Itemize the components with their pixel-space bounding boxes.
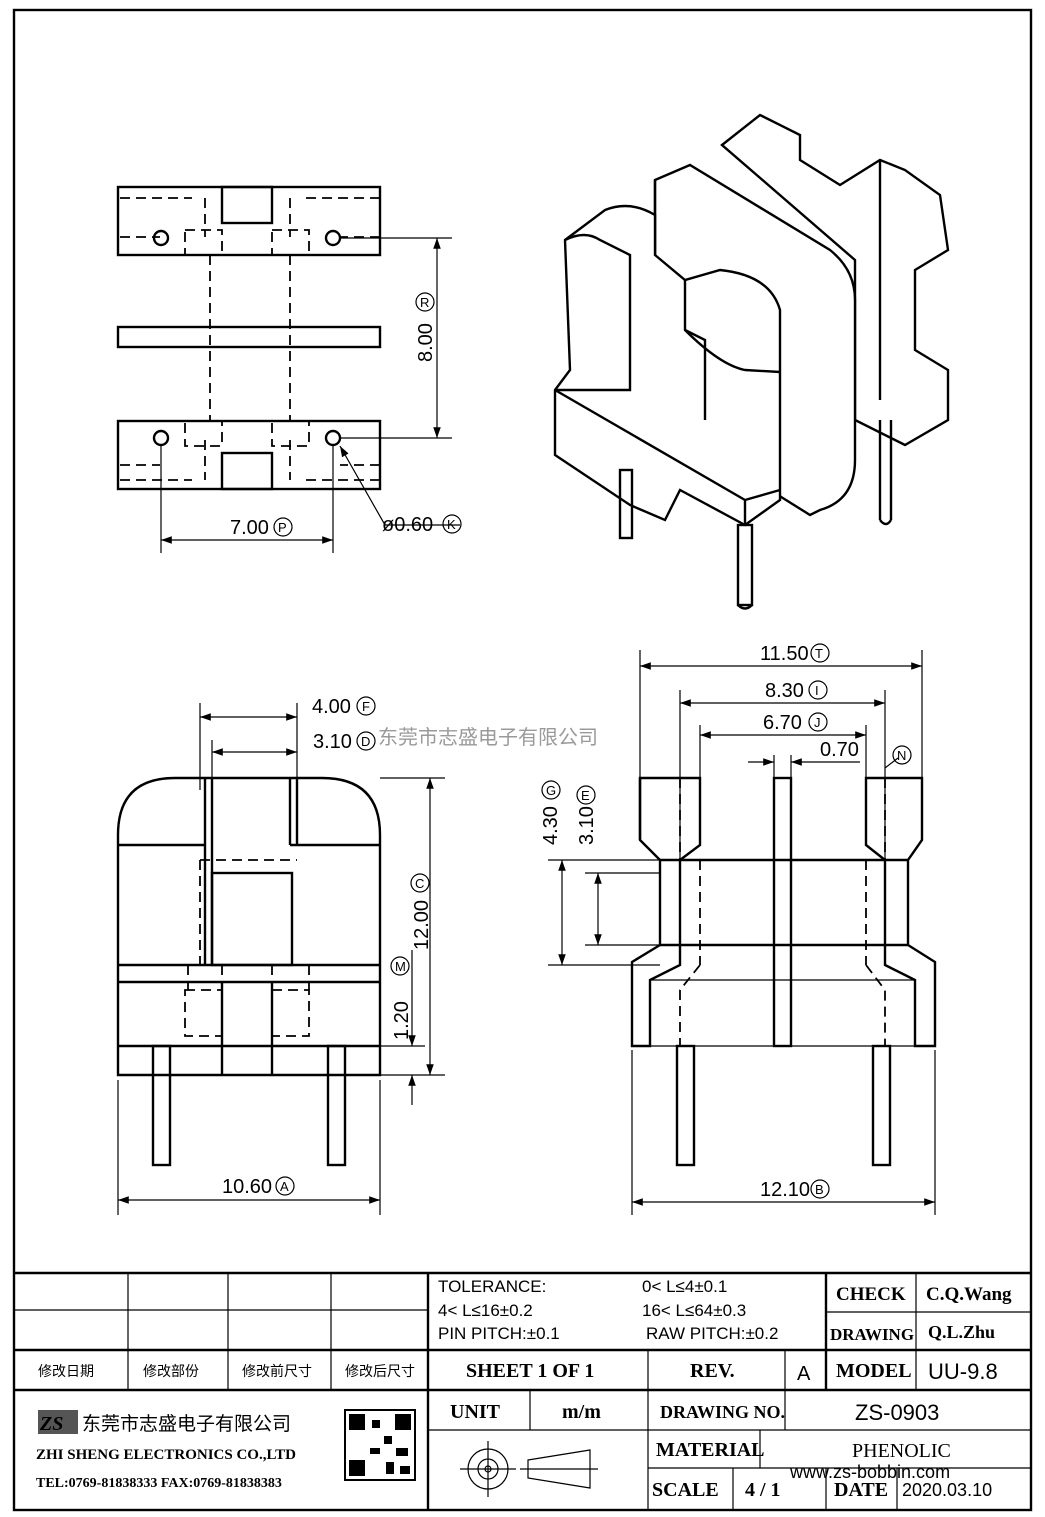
scale-value: 4 / 1 xyxy=(745,1479,781,1501)
tolerance-range-2: 4< L≤16±0.2 xyxy=(438,1301,533,1320)
title-block-grid xyxy=(14,1271,1031,1510)
callout-I xyxy=(808,680,828,700)
model-label: MODEL xyxy=(836,1360,912,1382)
company-name-cn: 东莞市志盛电子有限公司 xyxy=(82,1413,291,1435)
callout-K xyxy=(442,514,462,534)
unit-label: UNIT xyxy=(450,1401,501,1423)
dim-7-00: 7.00 xyxy=(230,517,269,539)
rev-header-after: 修改后尺寸 xyxy=(345,1364,415,1380)
top-view xyxy=(116,185,460,553)
callout-P-label: P xyxy=(278,520,287,535)
tolerance-range-3: 16< L≤64±0.3 xyxy=(642,1301,746,1320)
website-watermark: www.zs-bobbin.com xyxy=(789,1462,950,1482)
date-value: 2020.03.10 xyxy=(902,1480,992,1500)
callout-J-label: J xyxy=(814,715,821,730)
unit-value: m/m xyxy=(562,1401,601,1423)
drawing-no-value: ZS-0903 xyxy=(855,1400,939,1425)
sheet-border xyxy=(12,8,1033,1512)
rev-value: A xyxy=(797,1363,811,1385)
callout-I-label: I xyxy=(815,683,819,698)
material-value: PHENOLIC xyxy=(852,1440,951,1462)
dim-0-70: 0.70 xyxy=(820,739,859,761)
dim-12-00: 12.00 xyxy=(411,900,433,950)
callout-N xyxy=(892,745,912,765)
callout-J xyxy=(808,712,828,732)
callout-A xyxy=(275,1176,295,1196)
dim-8-30: 8.30 xyxy=(765,680,804,702)
material-label: MATERIAL xyxy=(656,1439,765,1461)
dim-8-00: 8.00 xyxy=(415,323,437,362)
callout-B-label: B xyxy=(815,1182,824,1197)
tolerance-label: TOLERANCE: xyxy=(438,1277,546,1296)
callout-N-label: N xyxy=(897,748,906,763)
rev-label: REV. xyxy=(690,1360,735,1382)
callout-C xyxy=(410,873,430,893)
date-label: DATE xyxy=(834,1479,888,1501)
rev-header-part: 修改部份 xyxy=(143,1364,199,1380)
callout-C-label: C xyxy=(415,876,424,891)
callout-E xyxy=(576,785,596,805)
check-value: C.Q.Wang xyxy=(926,1284,1012,1305)
callout-R-label: R xyxy=(420,295,429,310)
callout-D xyxy=(356,731,376,751)
callout-R xyxy=(415,292,435,312)
company-name-en: ZHI SHENG ELECTRONICS CO.,LTD xyxy=(36,1447,296,1463)
callout-M xyxy=(390,956,410,976)
callout-P xyxy=(273,517,293,537)
side-view xyxy=(548,650,937,1215)
dim-4-30: 4.30 xyxy=(540,806,562,845)
dim-3-10-front: 3.10 xyxy=(313,731,352,753)
callout-A-label: A xyxy=(280,1179,289,1194)
dim-4-00: 4.00 xyxy=(312,696,351,718)
callout-K-label: K xyxy=(447,517,456,532)
callout-B xyxy=(810,1179,830,1199)
dim-10-60: 10.60 xyxy=(222,1176,272,1198)
dim-3-10-side: 3.10 xyxy=(576,806,598,845)
pin-pitch: PIN PITCH:±0.1 xyxy=(438,1324,560,1343)
drawing-no-label: DRAWING NO. xyxy=(660,1402,785,1422)
callout-F xyxy=(356,696,376,716)
tolerance-range-1: 0< L≤4±0.1 xyxy=(642,1277,727,1296)
dim-6-70: 6.70 xyxy=(763,712,802,734)
callout-E-label: E xyxy=(581,788,590,803)
callout-D-label: D xyxy=(361,734,370,749)
front-view xyxy=(116,703,445,1215)
watermark-company: 东莞市志盛电子有限公司 xyxy=(378,725,598,749)
callout-F-label: F xyxy=(362,699,370,714)
rev-header-before: 修改前尺寸 xyxy=(242,1363,312,1380)
company-contact: TEL:0769-81838333 FAX:0769-81838383 xyxy=(36,1476,282,1491)
callout-M-label: M xyxy=(395,959,406,974)
drawing-label: DRAWING xyxy=(830,1325,914,1344)
dim-12-10: 12.10 xyxy=(760,1179,810,1201)
scale-label: SCALE xyxy=(652,1479,719,1501)
callout-T xyxy=(810,643,830,663)
sheet-info: SHEET 1 OF 1 xyxy=(466,1360,594,1382)
isometric-view xyxy=(553,113,950,610)
raw-pitch: RAW PITCH:±0.2 xyxy=(646,1324,778,1343)
callout-T-label: T xyxy=(815,646,823,661)
company-logo: ZS xyxy=(39,1413,63,1435)
dim-11-50: 11.50 xyxy=(760,643,809,665)
dim-dia-0-60: ø0.60 xyxy=(382,514,433,536)
model-value: UU-9.8 xyxy=(928,1359,998,1384)
callout-G xyxy=(541,780,561,800)
rev-header-date: 修改日期 xyxy=(38,1364,94,1380)
callout-G-label: G xyxy=(546,783,556,798)
dim-1-20: 1.20 xyxy=(391,1001,413,1040)
drawing-value: Q.L.Zhu xyxy=(928,1322,995,1342)
check-label: CHECK xyxy=(836,1284,906,1305)
